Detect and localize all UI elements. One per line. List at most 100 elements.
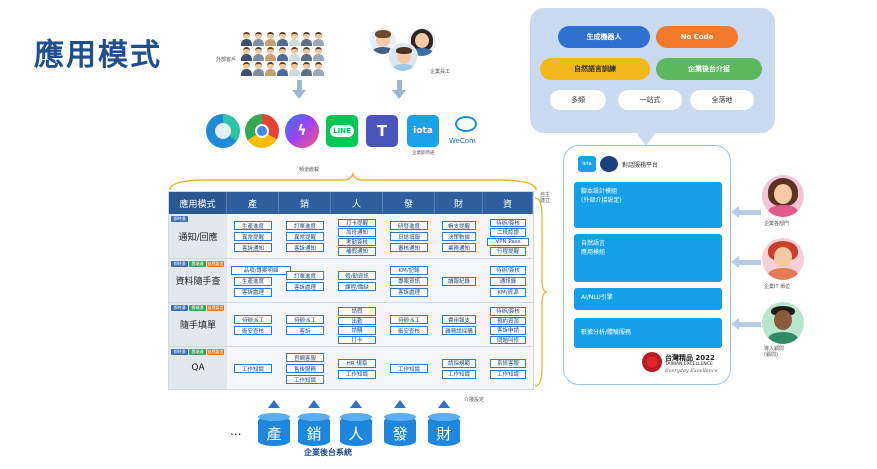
crowd-person	[301, 62, 312, 76]
backend-database-icon: 產	[258, 413, 290, 446]
crowd-person	[253, 62, 264, 76]
matrix-row-tag: 雲端通	[189, 261, 206, 267]
backend-system-label: 銷	[306, 424, 322, 443]
module-nlp-application[interactable]: 自然語言 應用模組	[574, 234, 722, 282]
wecom-label: WeCom	[449, 137, 476, 145]
crowd-person	[253, 47, 264, 61]
matrix-row-divider	[169, 302, 533, 303]
matrix-cell: 客訴申請	[490, 326, 526, 335]
crowd-person	[289, 47, 300, 61]
matrix-cell: 業務通知	[442, 243, 476, 252]
line-icon[interactable]: LINE	[326, 115, 358, 147]
self-build-label: 自主建立	[540, 192, 551, 204]
crowd-person	[301, 47, 312, 61]
matrix-row-tag: 自然語言	[207, 349, 224, 355]
matrix-cell: 客訴處理	[390, 287, 428, 297]
matrix-cell: 訂單進度	[286, 271, 324, 280]
matrix-cell: 加班通知	[338, 228, 376, 237]
persona-consultant-avatar	[762, 302, 804, 344]
matrix-col-header-3: 人	[331, 192, 383, 214]
persona-consultant-label: 導入顧問 (顧問)	[764, 346, 785, 358]
backend-database-icon: 人	[340, 413, 372, 446]
external-customers-label: 外部客戶	[216, 57, 237, 63]
employees-illustration	[370, 28, 450, 74]
matrix-row-label-1: 通知/回應	[169, 214, 227, 259]
matrix-col-header-1: 產	[227, 192, 279, 214]
matrix-cell: 客訴	[286, 326, 324, 335]
matrix-row-tag: 自然語言	[207, 305, 224, 311]
module-ai-nlu-engine[interactable]: AI/NLU引擎	[574, 288, 722, 310]
matrix-row-tag: 自然語言	[207, 261, 224, 267]
matrix-cell: 客訴通知	[234, 243, 272, 252]
matrix-cell: 衛安查核	[390, 326, 428, 335]
matrix-cell: 待辦/簽核	[490, 218, 526, 227]
matrix-cell: 出勤	[338, 316, 376, 325]
conversation-platform-panel: iota 對話服務平台 腳本設計模組 (外部介接設定) 自然語言 應用模組 AI…	[563, 145, 731, 385]
matrix-cell: KM/記錄	[390, 265, 428, 275]
edge-icon[interactable]	[206, 114, 240, 148]
matrix-col-header-4: 發	[383, 192, 435, 214]
matrix-cell: 品項/專案明細	[231, 265, 291, 275]
matrix-cell: 補假通知	[338, 247, 376, 256]
pill-one-stop: 一站式	[618, 90, 682, 110]
matrix-row-tag: 即時通	[171, 349, 188, 355]
matrix-cell: 日誌填報	[390, 232, 428, 241]
matrix-col-header-5: 財	[435, 192, 483, 214]
messenger-icon[interactable]: ϟ	[285, 114, 319, 148]
matrix-cell: 費用報支	[442, 315, 476, 324]
chrome-icon[interactable]	[245, 114, 279, 148]
employee-down-arrow	[392, 80, 406, 99]
crowd-person	[241, 47, 252, 61]
matrix-cell: 打卡	[338, 335, 376, 344]
matrix-cell: 審核通知	[390, 243, 428, 252]
matrix-row-tag: 即時通	[171, 305, 188, 311]
matrix-cell: 研發進度	[390, 221, 428, 230]
pill-on-premise: 全落地	[690, 90, 754, 110]
matrix-corner-header: 應用模式	[169, 192, 227, 214]
pill-multi-channel: 多頻	[550, 90, 606, 110]
customer-down-arrow	[292, 80, 306, 99]
crowd-person	[277, 32, 288, 46]
iota-logo-icon: iota	[578, 156, 596, 172]
crowd-person	[253, 32, 264, 46]
backend-up-arrow	[268, 400, 280, 408]
backend-label: 企業後台系統	[304, 448, 352, 457]
matrix-cell: 待辦/簽核	[490, 307, 526, 316]
channel-embed-label: 頻道嵌載	[299, 167, 320, 173]
employees-label: 企業員工	[430, 69, 451, 75]
backend-up-arrow	[394, 400, 406, 408]
pill-backend-integration: 企業後台介接	[656, 58, 762, 80]
arrow-from-it	[731, 256, 761, 268]
wecom-icon[interactable]	[452, 114, 480, 136]
matrix-cell: 請購	[338, 326, 376, 335]
channel-brace	[169, 172, 537, 191]
module-script-design[interactable]: 腳本設計模組 (外部介接設定)	[574, 182, 722, 228]
matrix-cell: 生產進度	[234, 221, 272, 230]
iota-icon[interactable]: iota	[407, 115, 439, 147]
matrix-cell: 衛安查核	[234, 326, 272, 335]
persona-it-label: 企業IT 單位	[764, 284, 791, 290]
matrix-cell: 工作知識	[390, 364, 428, 373]
matrix-cell: 決策數據	[442, 232, 476, 241]
matrix-cell: 待辦/簽核	[490, 265, 526, 275]
crowd-person	[313, 47, 324, 61]
matrix-cell: 預約資源	[490, 316, 526, 325]
matrix-row-tag: 雲端通	[189, 349, 206, 355]
matrix-row-divider	[169, 389, 533, 390]
backend-system-label: 財	[436, 424, 452, 443]
module-data-analytics[interactable]: 數據分析/體驗服務	[574, 318, 722, 348]
iota-app-label: 企業即時通	[412, 151, 435, 156]
pill-generate-bot: 生成機器人	[558, 26, 650, 48]
matrix-cell: 打卡提醒	[338, 218, 376, 227]
backend-up-arrow	[308, 400, 320, 408]
teams-icon[interactable]: T	[366, 115, 398, 147]
page-title: 應用模式	[34, 38, 162, 73]
matrix-cell: 課程/職缺	[338, 282, 376, 291]
award-title: 台灣精品 2022	[665, 354, 715, 362]
matrix-cell: 客訴處理	[234, 287, 272, 297]
matrix-cell: 行程提醒	[490, 247, 526, 256]
crowd-person	[313, 62, 324, 76]
matrix-cell: 異常提醒	[286, 232, 324, 241]
matrix-cell: 待辦派工	[286, 315, 324, 324]
crowd-person	[265, 32, 276, 46]
